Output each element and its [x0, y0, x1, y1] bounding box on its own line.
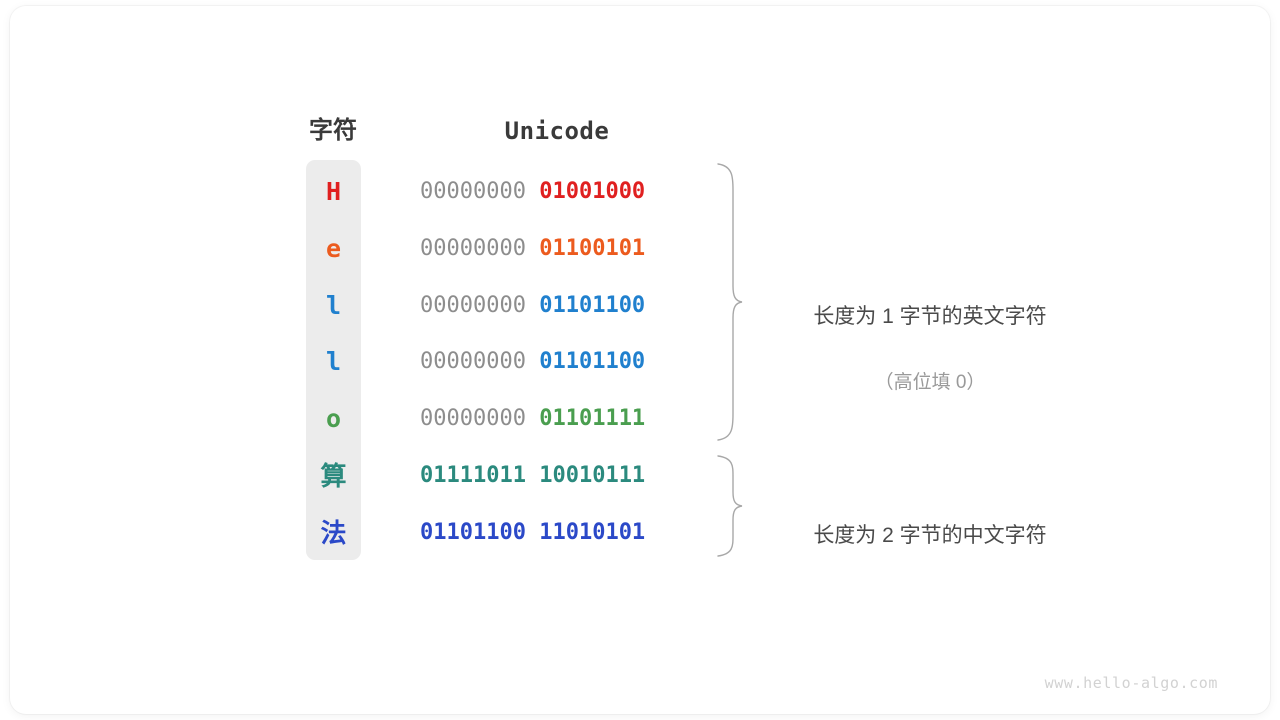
binary-high-byte: 00000000: [420, 235, 526, 261]
annotation-english: 长度为 1 字节的英文字符 （高位填 0）: [760, 266, 1100, 434]
column-header-unicode: Unicode: [504, 117, 610, 145]
character-cell: l: [306, 334, 361, 390]
binary-row: 00000000 01101100: [420, 278, 710, 334]
binary-high-byte: 00000000: [420, 292, 526, 318]
binary-high-byte: 00000000: [420, 406, 526, 432]
column-header-character: 字符: [309, 117, 357, 144]
character-glyph: o: [325, 404, 342, 434]
character-cell: 算: [306, 448, 361, 504]
binary-high-byte: 00000000: [420, 179, 526, 204]
binary-row: 00000000 01100101: [420, 221, 710, 277]
binary-low-byte: 01001000: [539, 179, 646, 204]
character-glyph: 法: [320, 517, 347, 548]
binary-low-byte: 10010111: [539, 463, 646, 488]
binary-row: 00000000 01101100: [420, 334, 710, 390]
character-glyph: e: [325, 233, 342, 263]
binary-row: 01101100 11010101: [420, 505, 710, 561]
annotation-chinese-main: 长度为 2 字节的中文字符: [813, 524, 1047, 547]
binary-high-byte: 00000000: [420, 349, 526, 375]
binary-row: 00000000 01101111: [420, 391, 710, 447]
binary-byte-separator: [526, 349, 539, 374]
binary-row: 01111011 10010111: [420, 448, 710, 504]
annotation-english-main: 长度为 1 字节的英文字符: [813, 305, 1047, 328]
binary-low-byte: 01101111: [539, 406, 646, 432]
binary-low-byte: 11010101: [539, 519, 646, 545]
character-glyph: 算: [320, 461, 347, 491]
binary-byte-separator: [526, 520, 539, 545]
character-glyph: H: [325, 177, 342, 206]
binary-byte-separator: [526, 179, 539, 204]
character-column-background: [306, 160, 361, 560]
character-cell: e: [306, 221, 361, 277]
binary-high-byte: 01101100: [420, 519, 526, 545]
character-cell: o: [306, 391, 361, 447]
binary-byte-separator: [526, 236, 539, 261]
diagram-card: [10, 6, 1270, 714]
character-glyph: l: [325, 290, 342, 320]
annotation-english-sub: （高位填 0）: [874, 372, 986, 393]
binary-high-byte: 01111011: [420, 463, 526, 488]
brace-chinese-icon: [717, 455, 743, 557]
character-cell: l: [306, 278, 361, 334]
watermark-url: www.hello-algo.com: [1044, 674, 1218, 692]
character-glyph: l: [325, 347, 342, 377]
character-cell: 法: [306, 505, 361, 561]
binary-low-byte: 01101100: [539, 349, 646, 375]
binary-byte-separator: [526, 463, 539, 488]
binary-byte-separator: [526, 293, 539, 318]
binary-low-byte: 01100101: [539, 235, 646, 261]
binary-row: 00000000 01001000: [420, 164, 710, 220]
annotation-chinese: 长度为 2 字节的中文字符: [760, 485, 1100, 587]
character-cell: H: [306, 164, 361, 220]
binary-byte-separator: [526, 406, 539, 431]
binary-low-byte: 01101100: [539, 292, 646, 318]
brace-english-icon: [717, 163, 743, 441]
